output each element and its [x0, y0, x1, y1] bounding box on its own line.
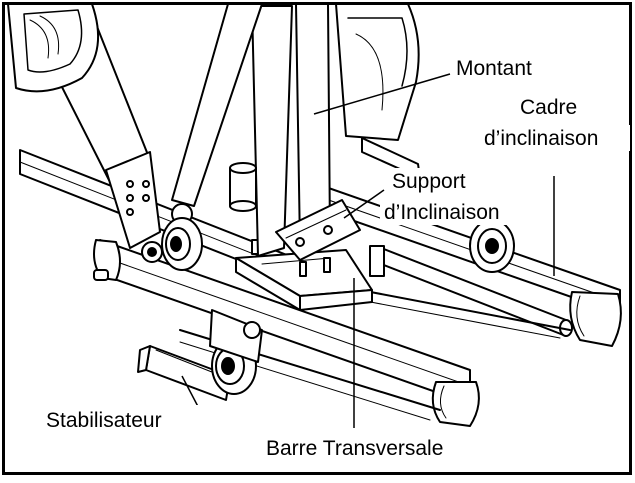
stabilizer: [137, 309, 263, 401]
front-wheel: [141, 217, 203, 271]
leader-support: [343, 189, 385, 219]
right-rear-wheel: [469, 219, 515, 273]
leader-montant: [313, 73, 451, 115]
cross-bar: [369, 245, 573, 337]
upright-post: [251, 3, 361, 261]
label-stabilisateur: Stabilisateur: [46, 409, 162, 432]
label-support-line2: d’Inclinaison: [384, 201, 500, 224]
tilt-bracket: [235, 239, 373, 311]
label-montant: Montant: [456, 57, 532, 80]
foot-pedal: [7, 3, 100, 93]
label-cadre-line2: d’inclinaison: [484, 127, 598, 150]
label-barre-transversale: Barre Transversale: [266, 437, 443, 460]
label-support-line1: Support: [392, 170, 466, 193]
right-pedal-housing: [335, 3, 421, 179]
rear-post: [229, 162, 257, 212]
label-cadre-line1: Cadre: [520, 96, 577, 119]
left-base-tube: [93, 239, 480, 427]
